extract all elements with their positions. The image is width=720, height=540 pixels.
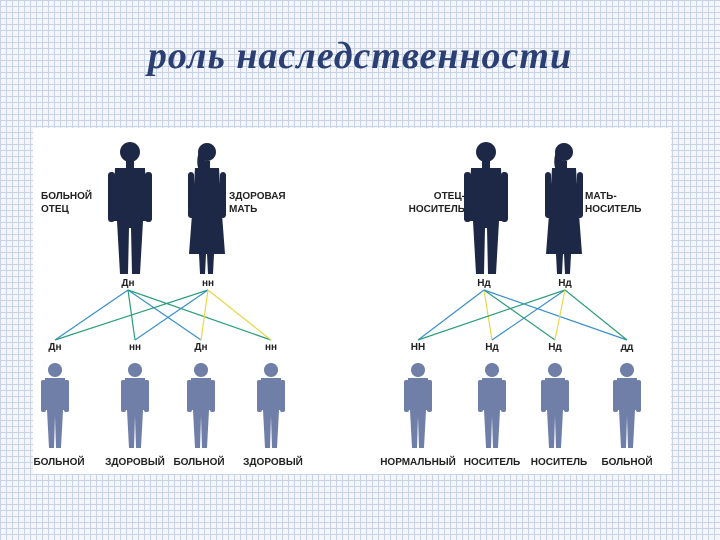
carrier-father-figure — [464, 142, 508, 274]
line-rfather-child4 — [483, 289, 628, 341]
line-rmother-child3 — [554, 289, 566, 341]
left-child-1-genotype: Дн — [48, 342, 62, 353]
line-mother-child1 — [54, 289, 209, 341]
line-mother-child4 — [207, 289, 272, 341]
line-rfather-child3 — [483, 289, 556, 341]
left-child-3-figure — [187, 363, 215, 448]
father-genotype: Дн — [121, 278, 135, 289]
left-child-4-figure — [257, 363, 285, 448]
left-cross-lines — [54, 289, 272, 341]
healthy-mother-figure — [188, 143, 226, 274]
line-rmother-child2 — [491, 289, 566, 341]
left-child-4-caption: ЗДОРОВЫЙ — [243, 457, 303, 468]
right-child-3-genotype: Нд — [548, 342, 562, 353]
line-rfather-child1 — [417, 289, 485, 341]
sick-father-label: БОЛЬНОЙ ОТЕЦ — [41, 191, 93, 215]
healthy-mother-label: ЗДОРОВАЯ МАТЬ — [229, 191, 286, 215]
slide-title: роль наследственности — [147, 35, 573, 77]
inheritance-diagram: БОЛЬНОЙ ОТЕЦ ЗДОРОВАЯ МАТЬ ОТЕЦ- НОСИТЕЛ… — [33, 128, 671, 474]
right-child-1-caption: НОРМАЛЬНЫЙ — [380, 457, 456, 468]
line-father-child3 — [127, 289, 202, 341]
left-child-1-caption: БОЛЬНОЙ — [33, 457, 85, 468]
right-child-3-figure — [541, 363, 569, 448]
carrier-father-label: ОТЕЦ- НОСИТЕЛЬ — [408, 191, 465, 215]
line-mother-child3 — [200, 289, 209, 341]
right-child-2-genotype: Нд — [485, 342, 499, 353]
left-child-1-figure — [41, 363, 69, 448]
sick-father-figure — [108, 142, 152, 274]
left-child-2-figure — [121, 363, 149, 448]
left-child-2-genotype: нн — [128, 342, 142, 353]
line-mother-child2 — [134, 289, 209, 341]
line-rfather-child2 — [483, 289, 493, 341]
left-child-3-genotype: Дн — [194, 342, 208, 353]
left-child-4-genotype: нн — [264, 342, 278, 353]
right-child-3-caption: НОСИТЕЛЬ — [530, 457, 588, 468]
carrier-mother-figure — [545, 143, 583, 274]
right-cross-lines — [417, 289, 628, 341]
right-child-2-figure — [478, 363, 506, 448]
left-child-3-caption: БОЛЬНОЙ — [173, 457, 225, 468]
diagram-canvas — [41, 142, 641, 448]
line-father-child1 — [54, 289, 129, 341]
line-rmother-child1 — [417, 289, 566, 341]
right-child-4-caption: БОЛЬНОЙ — [601, 457, 653, 468]
rmother-genotype: Нд — [558, 278, 572, 289]
right-child-4-figure — [613, 363, 641, 448]
right-child-1-genotype: НН — [410, 342, 426, 353]
line-father-child4 — [127, 289, 272, 341]
line-rmother-child4 — [564, 289, 628, 341]
mother-genotype: нн — [201, 278, 215, 289]
carrier-mother-label: МАТЬ- НОСИТЕЛЬ — [585, 191, 642, 215]
right-child-1-figure — [404, 363, 432, 448]
left-child-2-caption: ЗДОРОВЫЙ — [105, 457, 165, 468]
right-child-2-caption: НОСИТЕЛЬ — [463, 457, 521, 468]
right-child-4-genotype: дд — [620, 342, 634, 353]
rfather-genotype: Нд — [477, 278, 491, 289]
